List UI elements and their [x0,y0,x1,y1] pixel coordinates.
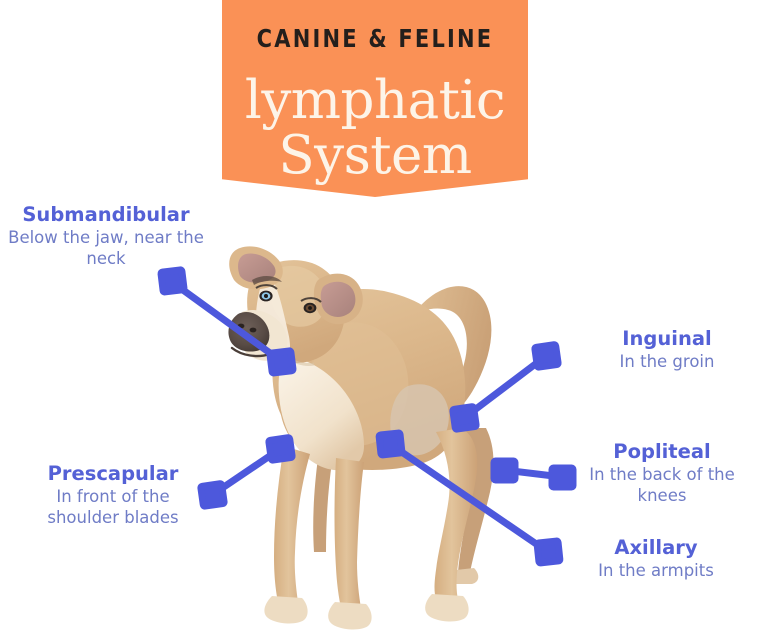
label-prescapular-desc: In front of the shoulder blades [47,487,179,527]
label-axillary: Axillary In the armpits [566,536,746,582]
label-axillary-desc: In the armpits [598,561,714,580]
label-submandibular-desc: Below the jaw, near the neck [8,228,204,268]
label-popliteal: Popliteal In the back of the knees [566,440,758,507]
banner-kicker: CANINE & FELINE [256,24,494,53]
banner-text-group: CANINE & FELINE lymphatic System [222,0,528,197]
label-popliteal-desc: In the back of the knees [589,465,735,505]
label-prescapular: Prescapular In front of the shoulder bla… [24,462,202,529]
dog-photo [222,196,582,644]
label-prescapular-title: Prescapular [47,462,179,485]
label-axillary-title: Axillary [614,536,698,559]
label-inguinal-desc: In the groin [619,352,715,371]
banner-title-line-1: lymphatic [244,70,506,131]
label-inguinal: Inguinal In the groin [578,327,756,373]
banner-shape [222,0,528,197]
label-inguinal-title: Inguinal [622,327,712,350]
label-submandibular-title: Submandibular [22,203,190,226]
label-submandibular: Submandibular Below the jaw, near the ne… [6,203,206,270]
title-banner: CANINE & FELINE lymphatic System [222,0,528,197]
banner-title-line-2: System [278,125,472,187]
label-popliteal-title: Popliteal [613,440,711,463]
